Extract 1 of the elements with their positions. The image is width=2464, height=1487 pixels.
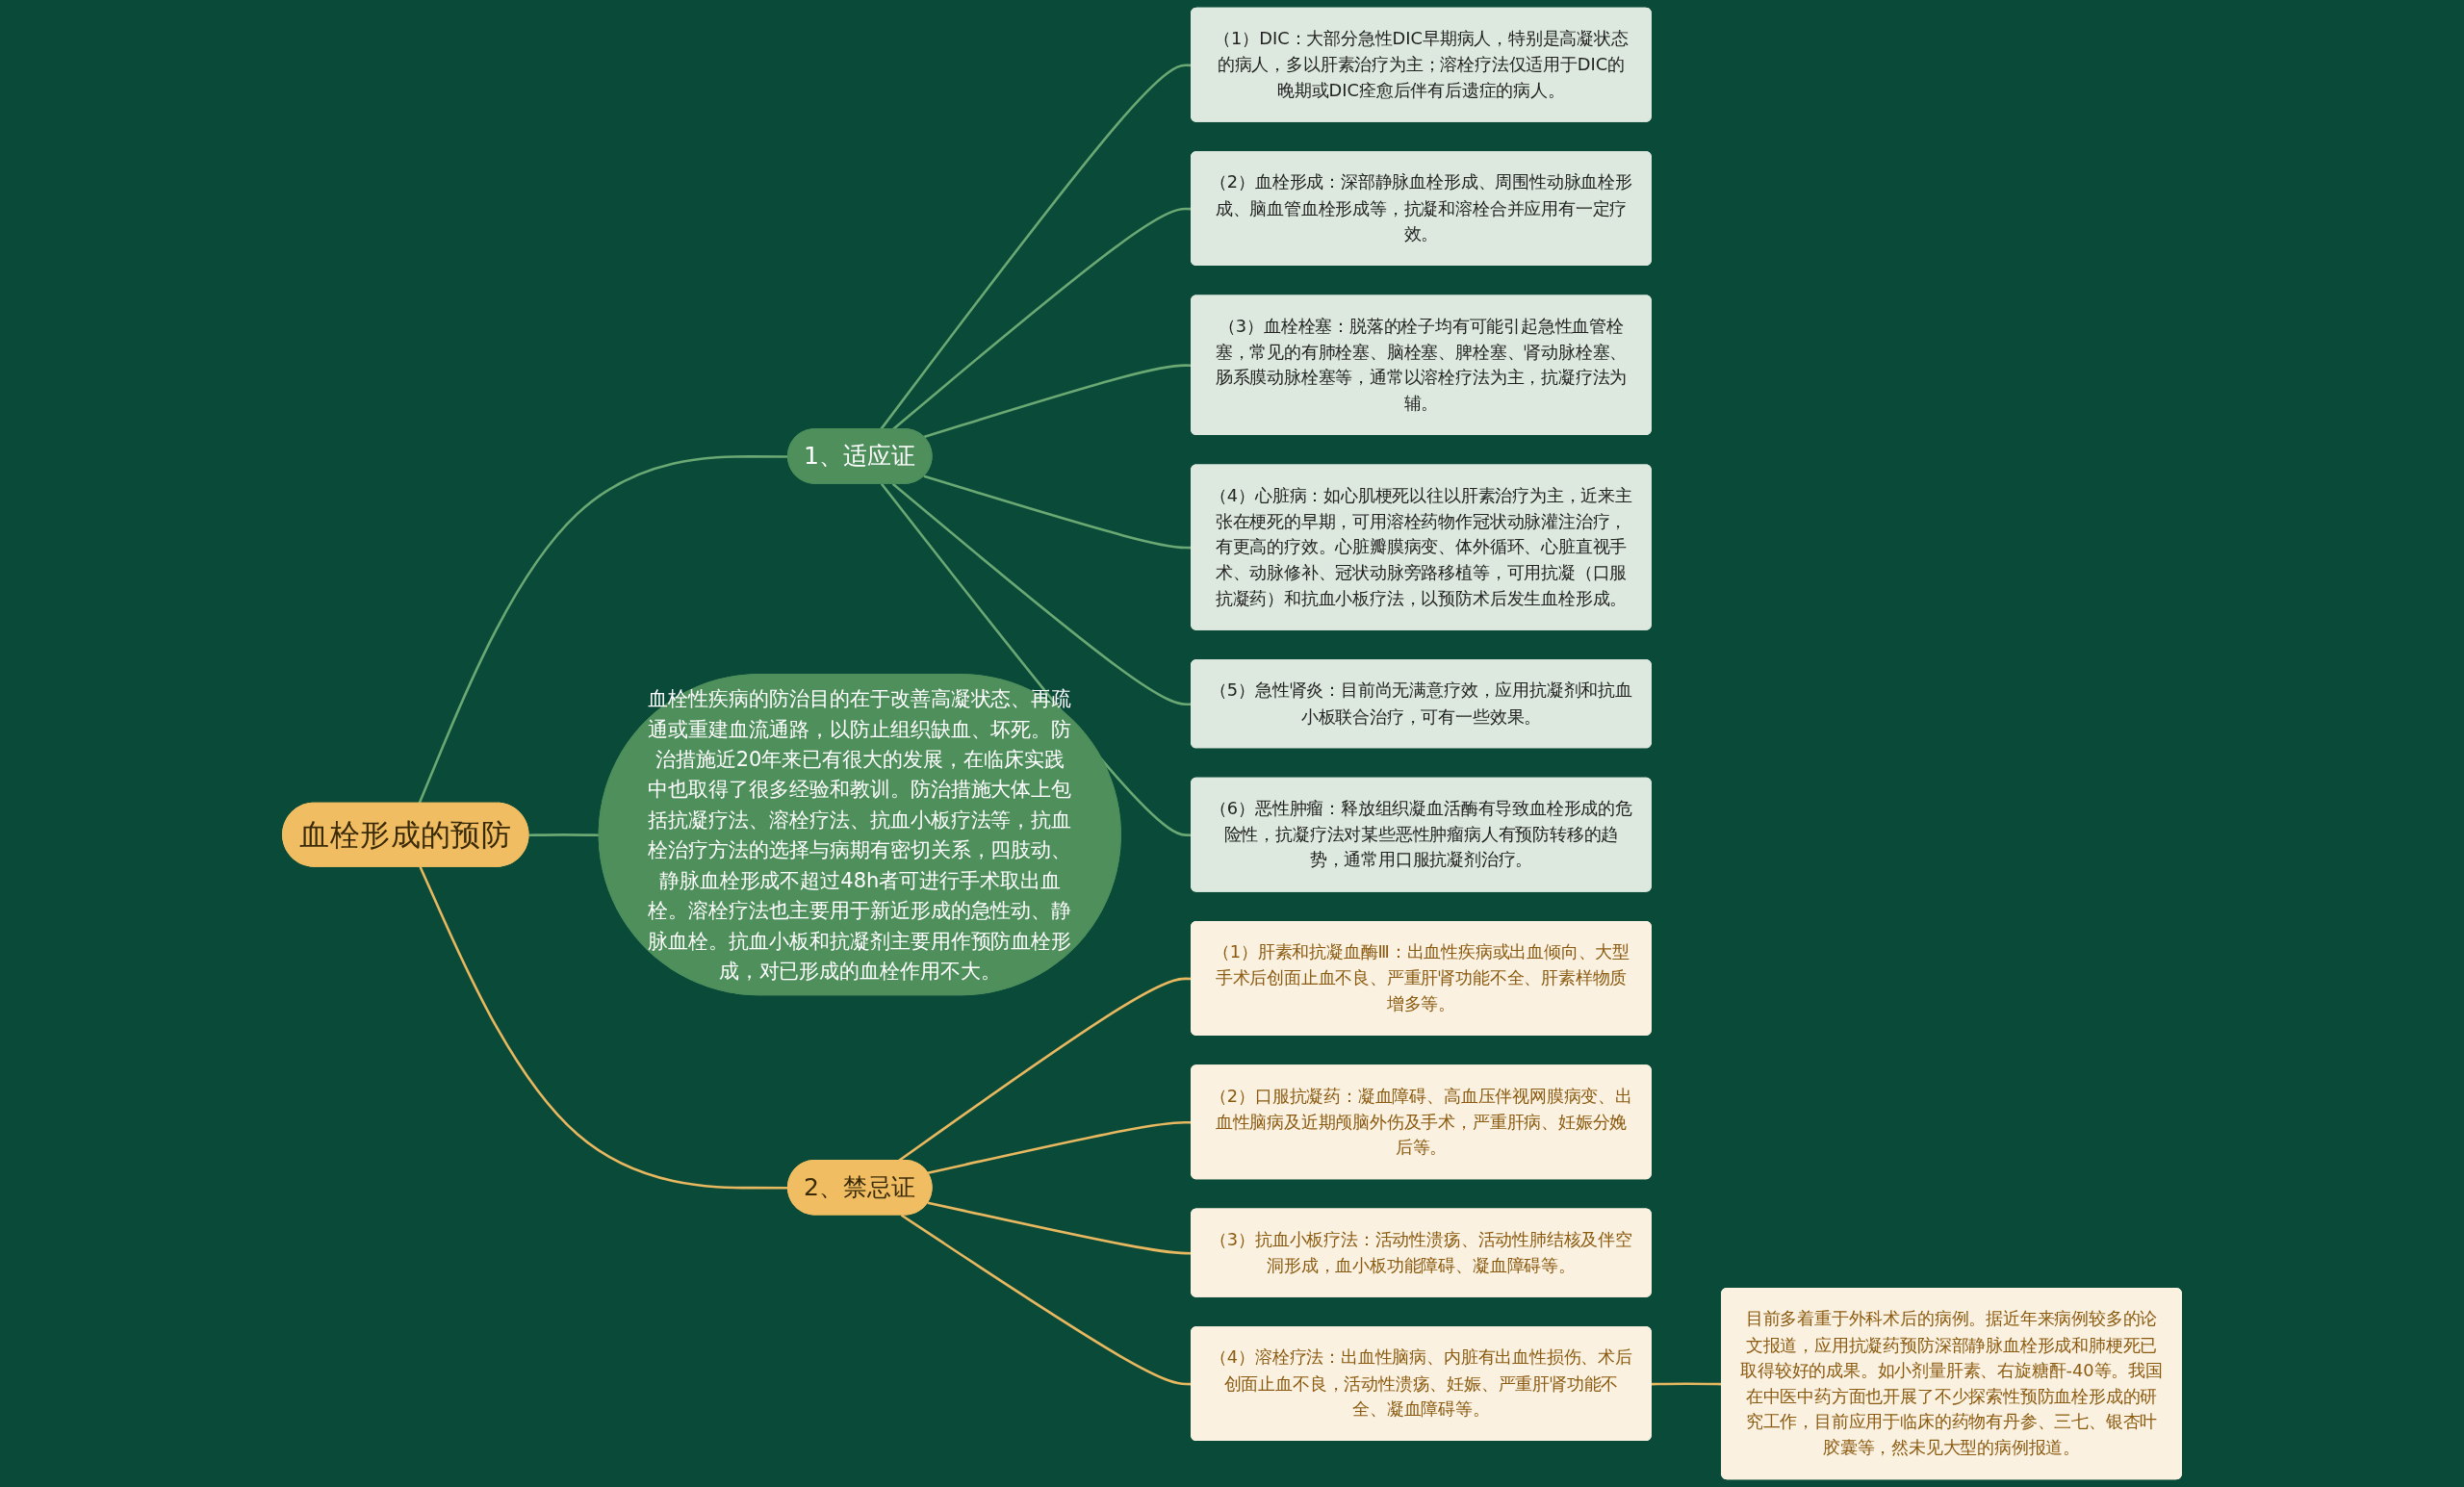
connector: [528, 833, 600, 836]
